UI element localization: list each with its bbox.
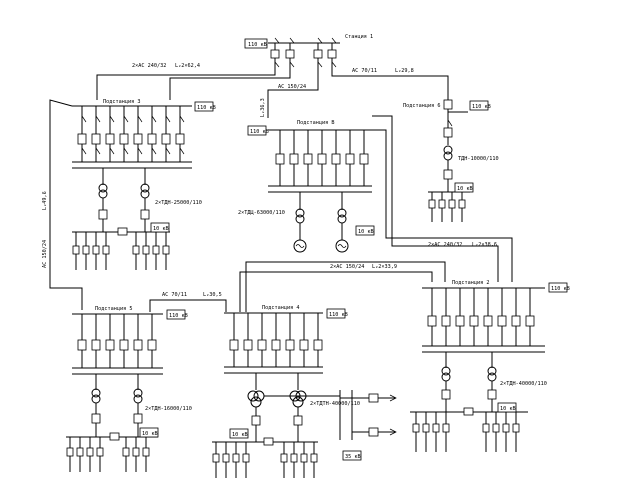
transformer-icon <box>98 183 108 193</box>
station-1-name: Станция 1 <box>345 34 373 40</box>
substation-6-transformers: ТДН-10000/110 <box>458 156 499 162</box>
substation-3-cells <box>77 106 185 162</box>
substation-6-voltage-box <box>469 100 489 111</box>
three-winding-transformer-icon <box>247 390 259 402</box>
transformer-icon <box>441 366 451 376</box>
substation-4-35kv-box <box>342 450 362 461</box>
substation-6-name: Подстанция 6 <box>403 103 440 109</box>
substation-3-voltage-box <box>194 101 214 112</box>
substation-3-transformers: 2×ТДН-25000/110 <box>155 200 202 206</box>
substation-2-transformers: 2×ТДН-40000/110 <box>500 381 547 387</box>
substation-b-lv-box <box>355 225 375 236</box>
substation-6-voltage: 110 кВ <box>472 104 491 110</box>
substation-2-lv-box <box>497 402 517 413</box>
substation-2-low-voltage: 10 кВ <box>500 406 516 412</box>
arrow-icon <box>389 394 397 402</box>
station-1: 110 кВ Станция 1 <box>244 34 373 72</box>
substation-6-low-voltage: 10 кВ <box>457 186 473 192</box>
line-st1-ps3-b <box>169 72 291 100</box>
substation-5-low-voltage: 10 кВ <box>142 431 158 437</box>
transformer-icon <box>140 183 150 193</box>
line-psB-length: L₂36,3 <box>260 98 266 117</box>
substation-5-voltage-box <box>166 309 186 320</box>
substation-2-voltage: 110 кВ <box>551 286 570 292</box>
station-1-voltage-box <box>244 38 268 49</box>
line-ps2-ps4-a <box>239 271 433 312</box>
substation-3: Подстанция 3 110 кВ <box>72 99 216 270</box>
substation-2: Подстанция 2 110 кВ 2×ТДН-40000/110 1 <box>410 280 570 452</box>
substation-4-cells <box>229 313 323 367</box>
substation-3-outgoing-feeders <box>72 232 170 270</box>
substation-3-voltage: 110 кВ <box>197 105 216 111</box>
line-st1-psB-wire: АС 150/24 <box>278 84 306 90</box>
substation-b-name: Подстанция B <box>297 120 334 126</box>
substation-4-lv-box <box>229 428 249 439</box>
substation-4-transformers: 2×ТДТН-40000/110 <box>310 401 360 407</box>
line-ps2-ps4-length: L₂2×33,9 <box>372 264 397 270</box>
substation-2-voltage-box <box>548 282 568 293</box>
line-psB-ps2-length: L₂2×38,6 <box>472 242 497 248</box>
arrow-icon <box>389 428 397 436</box>
line-ps2-ps4-wire: 2×АС 150/24 <box>330 264 364 270</box>
line-st1-ps6 <box>331 72 449 100</box>
line-ps5-ps4-wire: АС 70/11 <box>162 292 187 298</box>
substation-b-low-voltage: 10 кВ <box>358 229 374 235</box>
line-ps5-ps4 <box>149 299 227 312</box>
transformer-icon <box>91 388 101 398</box>
transformer-icon <box>443 145 453 155</box>
substation-4: Подстанция 4 110 кВ 2×ТДТН-40000/110 <box>212 305 397 478</box>
line-st1-ps6-wire: АС 70/11 <box>352 68 377 74</box>
substation-b-voltage-box <box>247 125 267 136</box>
substation-4-low-voltage: 10 кВ <box>232 432 248 438</box>
substation-4-name: Подстанция 4 <box>262 305 299 311</box>
line-st1-ps6-length: L₂29,8 <box>395 68 414 74</box>
line-ps3-ps5 <box>49 99 83 310</box>
transformer-icon <box>487 366 497 376</box>
line-psB-ps2-wire: 2×АС 240/32 <box>428 242 462 248</box>
substation-3-lv-box <box>150 222 170 233</box>
transformer-icon <box>133 388 143 398</box>
line-st1-ps3-length: L₂2×62,4 <box>175 63 200 69</box>
line-ps3-ps5-wire: АС 150/24 <box>42 240 48 268</box>
substation-3-name: Подстанция 3 <box>103 99 140 105</box>
substation-2-name: Подстанция 2 <box>452 280 489 286</box>
transformer-icon <box>295 208 305 218</box>
substation-5-voltage: 110 кВ <box>169 313 188 319</box>
substation-4-voltage-box <box>326 308 346 319</box>
line-ps3-ps5-length: L₂49,6 <box>42 191 48 210</box>
substation-5-cells <box>77 314 157 368</box>
substation-5-name: Подстанция 5 <box>95 306 132 312</box>
substation-b-cells <box>275 130 369 186</box>
substation-5-outgoing-feeders <box>66 437 150 472</box>
substation-2-outgoing-feeders <box>412 412 520 452</box>
substation-b: Подстанция B 110 кВ 2×ТДЦ-63000/110 10 к… <box>238 120 375 253</box>
transformer-icon <box>337 208 347 218</box>
line-st1-psB <box>267 72 319 118</box>
substation-4-35kv: 35 кВ <box>339 390 397 461</box>
generator-icon <box>335 239 349 253</box>
line-ps5-ps4-length: L₂30,5 <box>203 292 222 298</box>
substation-b-transformers: 2×ТДЦ-63000/110 <box>238 210 285 216</box>
line-psB-ps2-b <box>372 115 499 282</box>
substation-6: Подстанция 6 110 кВ ТДН-10000/110 10 кВ <box>403 99 499 222</box>
line-psB-ps2-a <box>372 129 513 282</box>
station-1-voltage: 110 кВ <box>248 42 267 48</box>
line-ps2-ps4-b <box>245 261 446 312</box>
substation-4-outgoing-feeders <box>212 442 318 478</box>
generator-icon <box>293 239 307 253</box>
substation-4-voltage: 110 кВ <box>329 312 348 318</box>
substation-5: Подстанция 5 110 кВ 2×ТДН-16000/110 10 к… <box>66 306 192 472</box>
substation-4-mid-voltage: 35 кВ <box>345 454 361 460</box>
substation-5-lv-box <box>139 427 159 438</box>
line-st1-ps3-a <box>96 72 276 100</box>
line-st1-ps3-wire: 2×АС 240/32 <box>132 63 166 69</box>
substation-6-lv-box <box>454 182 474 193</box>
substation-3-low-voltage: 10 кВ <box>153 226 169 232</box>
substation-b-voltage: 110 кВ <box>250 129 269 135</box>
substation-2-cells <box>427 288 535 346</box>
substation-5-transformers: 2×ТДН-16000/110 <box>145 406 192 412</box>
